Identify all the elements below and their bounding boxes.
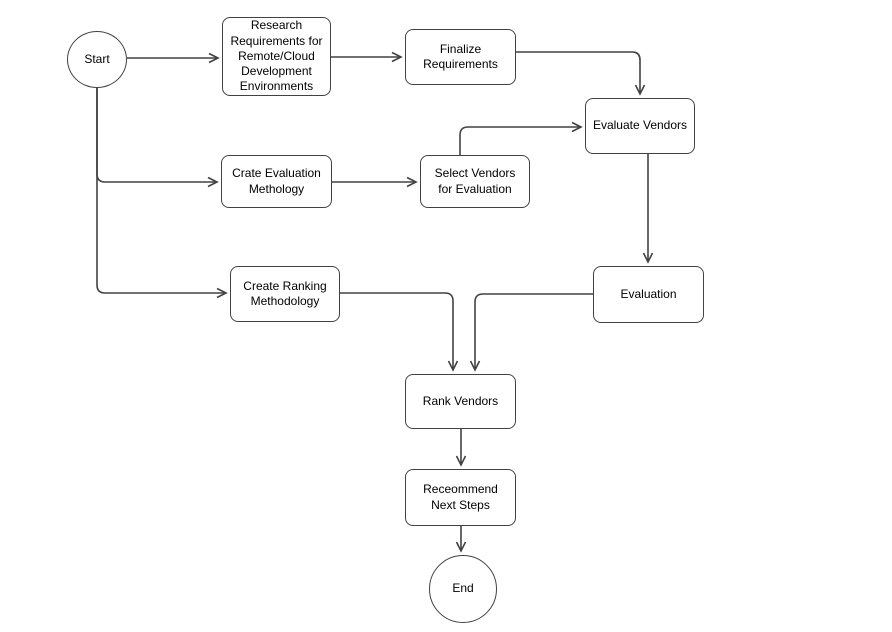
node-end: End <box>429 555 497 623</box>
node-research-requirements-label: Research Requirements for Remote/Cloud D… <box>230 18 323 94</box>
edge-start-crate-eval <box>96 88 219 188</box>
node-select-vendors-label: Select Vendors for Evaluation <box>434 166 516 196</box>
edge-create-ranking-rank-vendors <box>340 292 459 372</box>
edge-start-create-ranking <box>96 88 228 299</box>
node-start-label: Start <box>84 51 110 66</box>
node-rank-vendors: Rank Vendors <box>405 374 516 429</box>
node-crate-evaluation-methology-label: Crate Evaluation Methology <box>232 166 321 196</box>
edge-finalize-evaluate-vendors <box>516 51 646 96</box>
node-create-ranking-methodology-label: Create Ranking Methodology <box>243 278 327 308</box>
node-finalize-requirements: Finalize Requirements <box>405 29 516 85</box>
node-select-vendors: Select Vendors for Evaluation <box>420 155 530 208</box>
node-rank-vendors-label: Rank Vendors <box>422 393 499 408</box>
node-start: Start <box>67 31 127 88</box>
node-recommend-next-steps: Receommend Next Steps <box>405 469 516 526</box>
node-create-ranking-methodology: Create Ranking Methodology <box>230 266 340 322</box>
node-end-label: End <box>452 581 474 596</box>
node-evaluation: Evaluation <box>593 266 704 323</box>
node-crate-evaluation-methology: Crate Evaluation Methology <box>221 155 332 208</box>
node-recommend-next-steps-label: Receommend Next Steps <box>423 482 498 512</box>
edge-select-vendors-evaluate-vendors <box>459 121 583 155</box>
node-research-requirements: Research Requirements for Remote/Cloud D… <box>222 17 331 96</box>
node-evaluate-vendors-label: Evaluate Vendors <box>592 118 688 133</box>
node-evaluation-label: Evaluation <box>620 286 677 301</box>
node-finalize-requirements-label: Finalize Requirements <box>423 41 498 71</box>
edge-evaluation-rank-vendors <box>469 293 593 372</box>
node-evaluate-vendors: Evaluate Vendors <box>585 98 695 154</box>
